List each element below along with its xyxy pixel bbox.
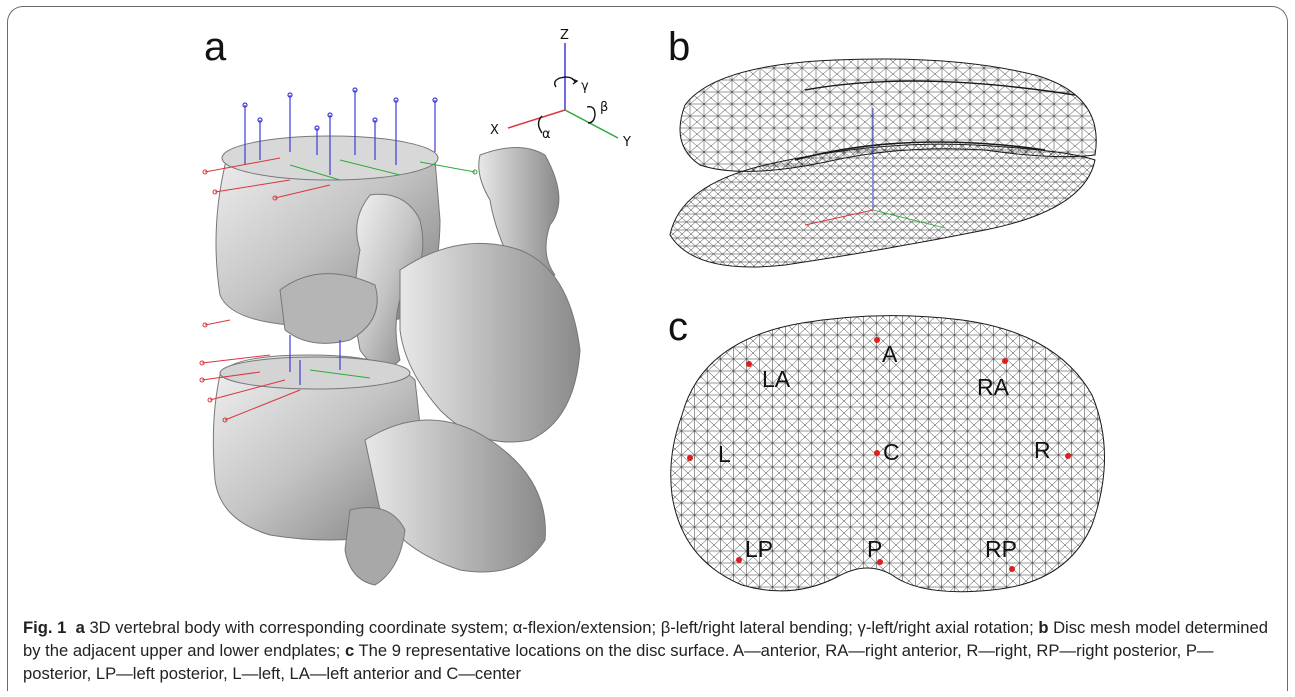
caption-b-letter: b bbox=[1038, 618, 1049, 637]
alpha-label: α bbox=[542, 127, 551, 142]
figure-caption: Fig. 1 a 3D vertebral body with correspo… bbox=[23, 616, 1278, 685]
location-markers bbox=[687, 337, 1071, 572]
panel-label-a: a bbox=[204, 25, 227, 69]
label-A: A bbox=[882, 341, 898, 367]
caption-c-letter: c bbox=[344, 641, 355, 660]
y-axis-line bbox=[564, 109, 619, 139]
beta-rotation-icon bbox=[586, 105, 596, 124]
caption-a-letter: a bbox=[75, 618, 85, 637]
panel-label-c: c bbox=[668, 305, 688, 349]
coordinate-system-diagram: Z γ X α β Y bbox=[490, 28, 631, 150]
lower-endplate bbox=[219, 356, 411, 390]
lower-endplate-mesh bbox=[669, 143, 1096, 268]
caption-fig-label: Fig. 1 bbox=[23, 618, 67, 637]
label-RA: RA bbox=[977, 374, 1010, 400]
vertebra-illustration bbox=[199, 87, 581, 586]
mesh-x-axis bbox=[804, 209, 874, 226]
x-marker-pins bbox=[199, 157, 331, 423]
marker-LA bbox=[746, 361, 752, 367]
transverse-process bbox=[279, 273, 378, 344]
facet-process bbox=[354, 193, 424, 369]
lamina bbox=[399, 242, 581, 443]
figure-frame bbox=[7, 6, 1288, 691]
x-axis-line bbox=[507, 109, 566, 129]
marker-L bbox=[687, 455, 693, 461]
label-LA: LA bbox=[762, 366, 791, 392]
label-P: P bbox=[867, 536, 882, 562]
marker-C bbox=[874, 450, 880, 456]
alpha-rotation-icon bbox=[537, 115, 543, 134]
label-L: L bbox=[718, 441, 731, 467]
caption-a-text: 3D vertebral body with corresponding coo… bbox=[89, 618, 1034, 637]
marker-A bbox=[874, 337, 880, 343]
mesh-y-axis bbox=[872, 209, 946, 229]
marker-RA bbox=[1002, 358, 1008, 364]
disc-locations-map: A RA R RP P LP L LA C bbox=[670, 315, 1105, 593]
caption-c-text: The 9 representative locations on the di… bbox=[23, 641, 1214, 683]
caption-b-text: Disc mesh model determined by the adjace… bbox=[23, 618, 1268, 660]
marker-P bbox=[877, 559, 883, 565]
spinous-process bbox=[478, 147, 560, 281]
lower-posterior-element bbox=[364, 419, 546, 573]
lower-inferior-process bbox=[344, 507, 406, 586]
label-LP: LP bbox=[745, 536, 773, 562]
label-RP: RP bbox=[985, 536, 1017, 562]
marker-LP bbox=[736, 557, 742, 563]
label-R: R bbox=[1034, 437, 1051, 463]
y-axis-label: Y bbox=[622, 135, 631, 150]
z-axis-label: Z bbox=[560, 28, 569, 43]
panel-label-b: b bbox=[668, 25, 691, 69]
disc-outline-mesh bbox=[670, 315, 1105, 593]
marker-R bbox=[1065, 453, 1071, 459]
y-marker-pins bbox=[289, 159, 478, 379]
label-C: C bbox=[883, 439, 900, 465]
disc-mesh-model bbox=[669, 58, 1097, 268]
x-axis-label: X bbox=[490, 123, 499, 138]
z-marker-pins bbox=[242, 87, 438, 385]
marker-RP bbox=[1009, 566, 1015, 572]
beta-label: β bbox=[600, 100, 608, 115]
gamma-label: γ bbox=[581, 79, 589, 94]
